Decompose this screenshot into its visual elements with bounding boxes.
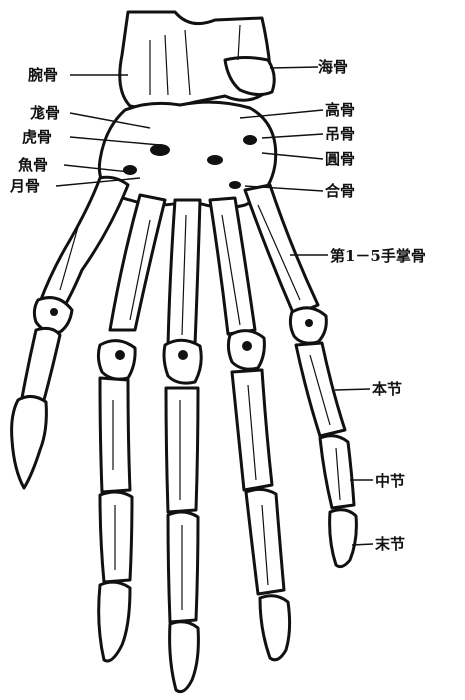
label-proximal-phalanx: 本节 bbox=[372, 380, 402, 398]
label-wrist-bones: 腕骨 bbox=[28, 66, 58, 84]
label-middle-phalanx: 中节 bbox=[375, 472, 405, 490]
label-distal-phalanx: 末节 bbox=[375, 535, 405, 553]
label-moon-bone: 月骨 bbox=[10, 177, 40, 195]
label-tall-bone: 高骨 bbox=[325, 101, 355, 119]
label-hang-bone: 吊骨 bbox=[325, 125, 355, 143]
label-join-bone: 合骨 bbox=[325, 182, 355, 200]
label-metacarpals: 第1－5手掌骨 bbox=[330, 247, 426, 265]
label-sea-bone: 海骨 bbox=[318, 58, 348, 76]
label-fish-bone: 魚骨 bbox=[18, 156, 48, 174]
label-dragon-bone: 尨骨 bbox=[30, 104, 60, 122]
label-tiger-bone: 虎骨 bbox=[22, 128, 52, 146]
label-round-bone: 圓骨 bbox=[325, 150, 355, 168]
